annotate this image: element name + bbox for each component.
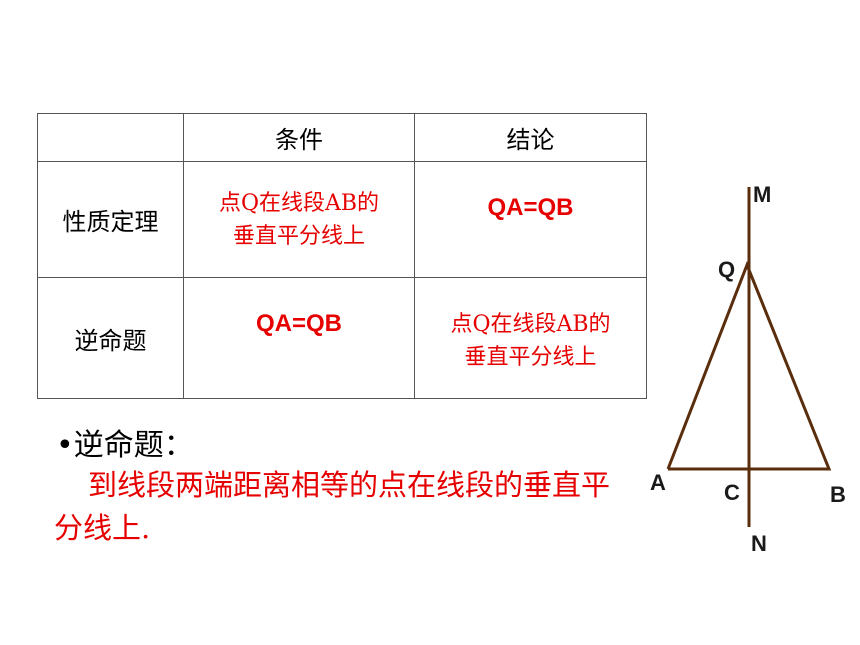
row-label-converse: 逆命题 bbox=[37, 277, 184, 399]
table-row: 逆命题 QA=QB 点Q在线段AB的 垂直平分线上 bbox=[37, 277, 647, 399]
label-b: B bbox=[830, 482, 846, 507]
label-q: Q bbox=[718, 257, 735, 282]
header-conclusion: 结论 bbox=[414, 113, 647, 162]
theorem-conclusion: QA=QB bbox=[414, 161, 647, 278]
label-c: C bbox=[724, 480, 740, 505]
theorem-condition-line1: 点Q在线段AB的 bbox=[218, 190, 380, 216]
converse-conclusion: 点Q在线段AB的 垂直平分线上 bbox=[414, 277, 647, 399]
converse-conclusion-line1: 点Q在线段AB的 bbox=[450, 312, 611, 337]
bullet-icon: • bbox=[56, 428, 74, 463]
theorem-condition-line2: 垂直平分线上 bbox=[232, 223, 365, 249]
table-header-row: 条件 结论 bbox=[37, 113, 647, 162]
label-a: A bbox=[650, 470, 666, 495]
label-m: M bbox=[753, 182, 771, 207]
converse-conclusion-line2: 垂直平分线上 bbox=[464, 345, 597, 370]
converse-statement: 到线段两端距离相等的点在线段的垂直平分线上. bbox=[54, 468, 611, 545]
header-cell-empty bbox=[37, 113, 184, 162]
table-row: 性质定理 点Q在线段AB的 垂直平分线上 QA=QB bbox=[37, 161, 647, 278]
label-n: N bbox=[751, 531, 767, 556]
comparison-table: 条件 结论 性质定理 点Q在线段AB的 垂直平分线上 QA=QB 逆命题 QA=… bbox=[37, 113, 647, 399]
theorem-condition: 点Q在线段AB的 垂直平分线上 bbox=[183, 161, 415, 278]
converse-heading: •逆命题： bbox=[56, 420, 194, 464]
geometry-figure: M Q A C B N bbox=[650, 182, 846, 556]
converse-title: 逆命题： bbox=[73, 428, 194, 463]
converse-condition: QA=QB bbox=[183, 277, 415, 399]
header-condition: 条件 bbox=[183, 113, 415, 162]
triangle-qab bbox=[666, 260, 832, 471]
row-label-theorem: 性质定理 bbox=[37, 161, 184, 278]
